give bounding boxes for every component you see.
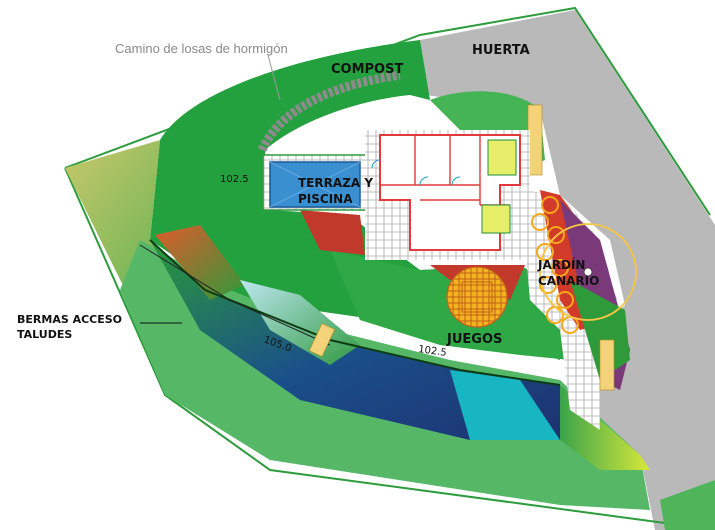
huerta-stairs <box>527 104 543 176</box>
jardin-center <box>583 267 593 277</box>
access-ramp <box>660 480 715 530</box>
play-area <box>446 266 508 328</box>
west-stairs <box>308 323 336 357</box>
terraza-line-1: TERRAZA Y <box>298 176 374 190</box>
jardin-line-2: CANARIO <box>538 274 600 288</box>
pool-detail <box>269 161 361 208</box>
berm-lightblue <box>240 280 360 365</box>
huerta-label: HUERTA <box>472 43 530 58</box>
terraza-label: TERRAZA Y PISCINA <box>298 177 373 205</box>
red-bed-left <box>300 210 365 255</box>
bermas-line-2: TALUDES <box>17 328 73 341</box>
path-leader <box>267 54 281 101</box>
jardin-line-1: JARDÍN <box>538 258 586 272</box>
bermas-label: BERMAS ACCESO TALUDES <box>17 314 122 340</box>
berm-cyan <box>450 370 560 440</box>
house-kitchen <box>487 139 517 176</box>
bermas-line-1: BERMAS ACCESO <box>17 313 123 326</box>
jardin-ring <box>539 223 637 321</box>
compost-label: COMPOST <box>331 62 404 77</box>
path-caption: Camino de losas de hormigón <box>115 41 288 56</box>
jardin-label: JARDÍN CANARIO <box>538 259 599 287</box>
berm-orange <box>155 225 245 300</box>
juegos-label: JUEGOS <box>447 332 503 347</box>
house-interior <box>380 135 510 206</box>
berm-edge-low <box>139 244 331 346</box>
concrete-path <box>257 70 401 152</box>
jardin-green <box>570 280 630 380</box>
level-upper: 102.5 <box>220 174 249 185</box>
house-doors <box>371 159 461 186</box>
road-paving <box>420 10 715 530</box>
east-stairs <box>599 339 615 391</box>
house-bath <box>481 204 511 234</box>
play-area-detail <box>461 281 493 313</box>
terraza-line-2: PISCINA <box>298 192 353 206</box>
